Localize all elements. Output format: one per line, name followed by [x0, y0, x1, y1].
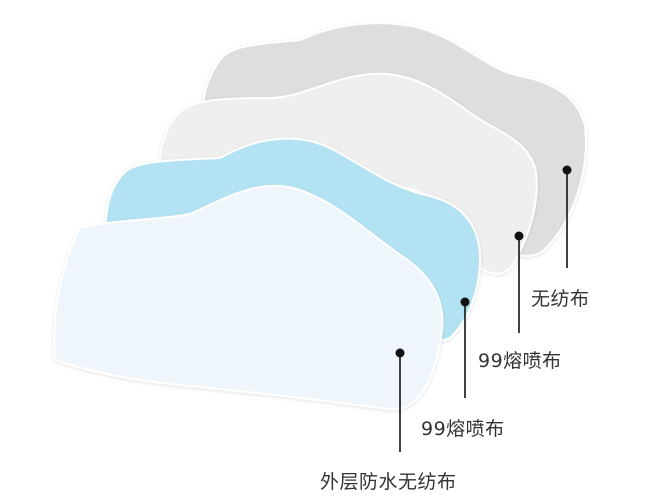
layer-shape-outer-waterproof — [53, 184, 444, 411]
pointer-dot-meltblown-blue — [460, 297, 470, 307]
pointer-dot-outer — [395, 348, 405, 358]
pointer-dot-meltblown-grey — [514, 231, 524, 241]
label-meltblown-grey: 99熔喷布 — [478, 350, 562, 372]
label-meltblown-blue: 99熔喷布 — [421, 418, 505, 440]
label-outer-waterproof: 外层防水无纺布 — [320, 471, 457, 493]
label-nonwoven: 无纺布 — [531, 288, 590, 310]
pointer-dot-nonwoven — [562, 165, 572, 175]
